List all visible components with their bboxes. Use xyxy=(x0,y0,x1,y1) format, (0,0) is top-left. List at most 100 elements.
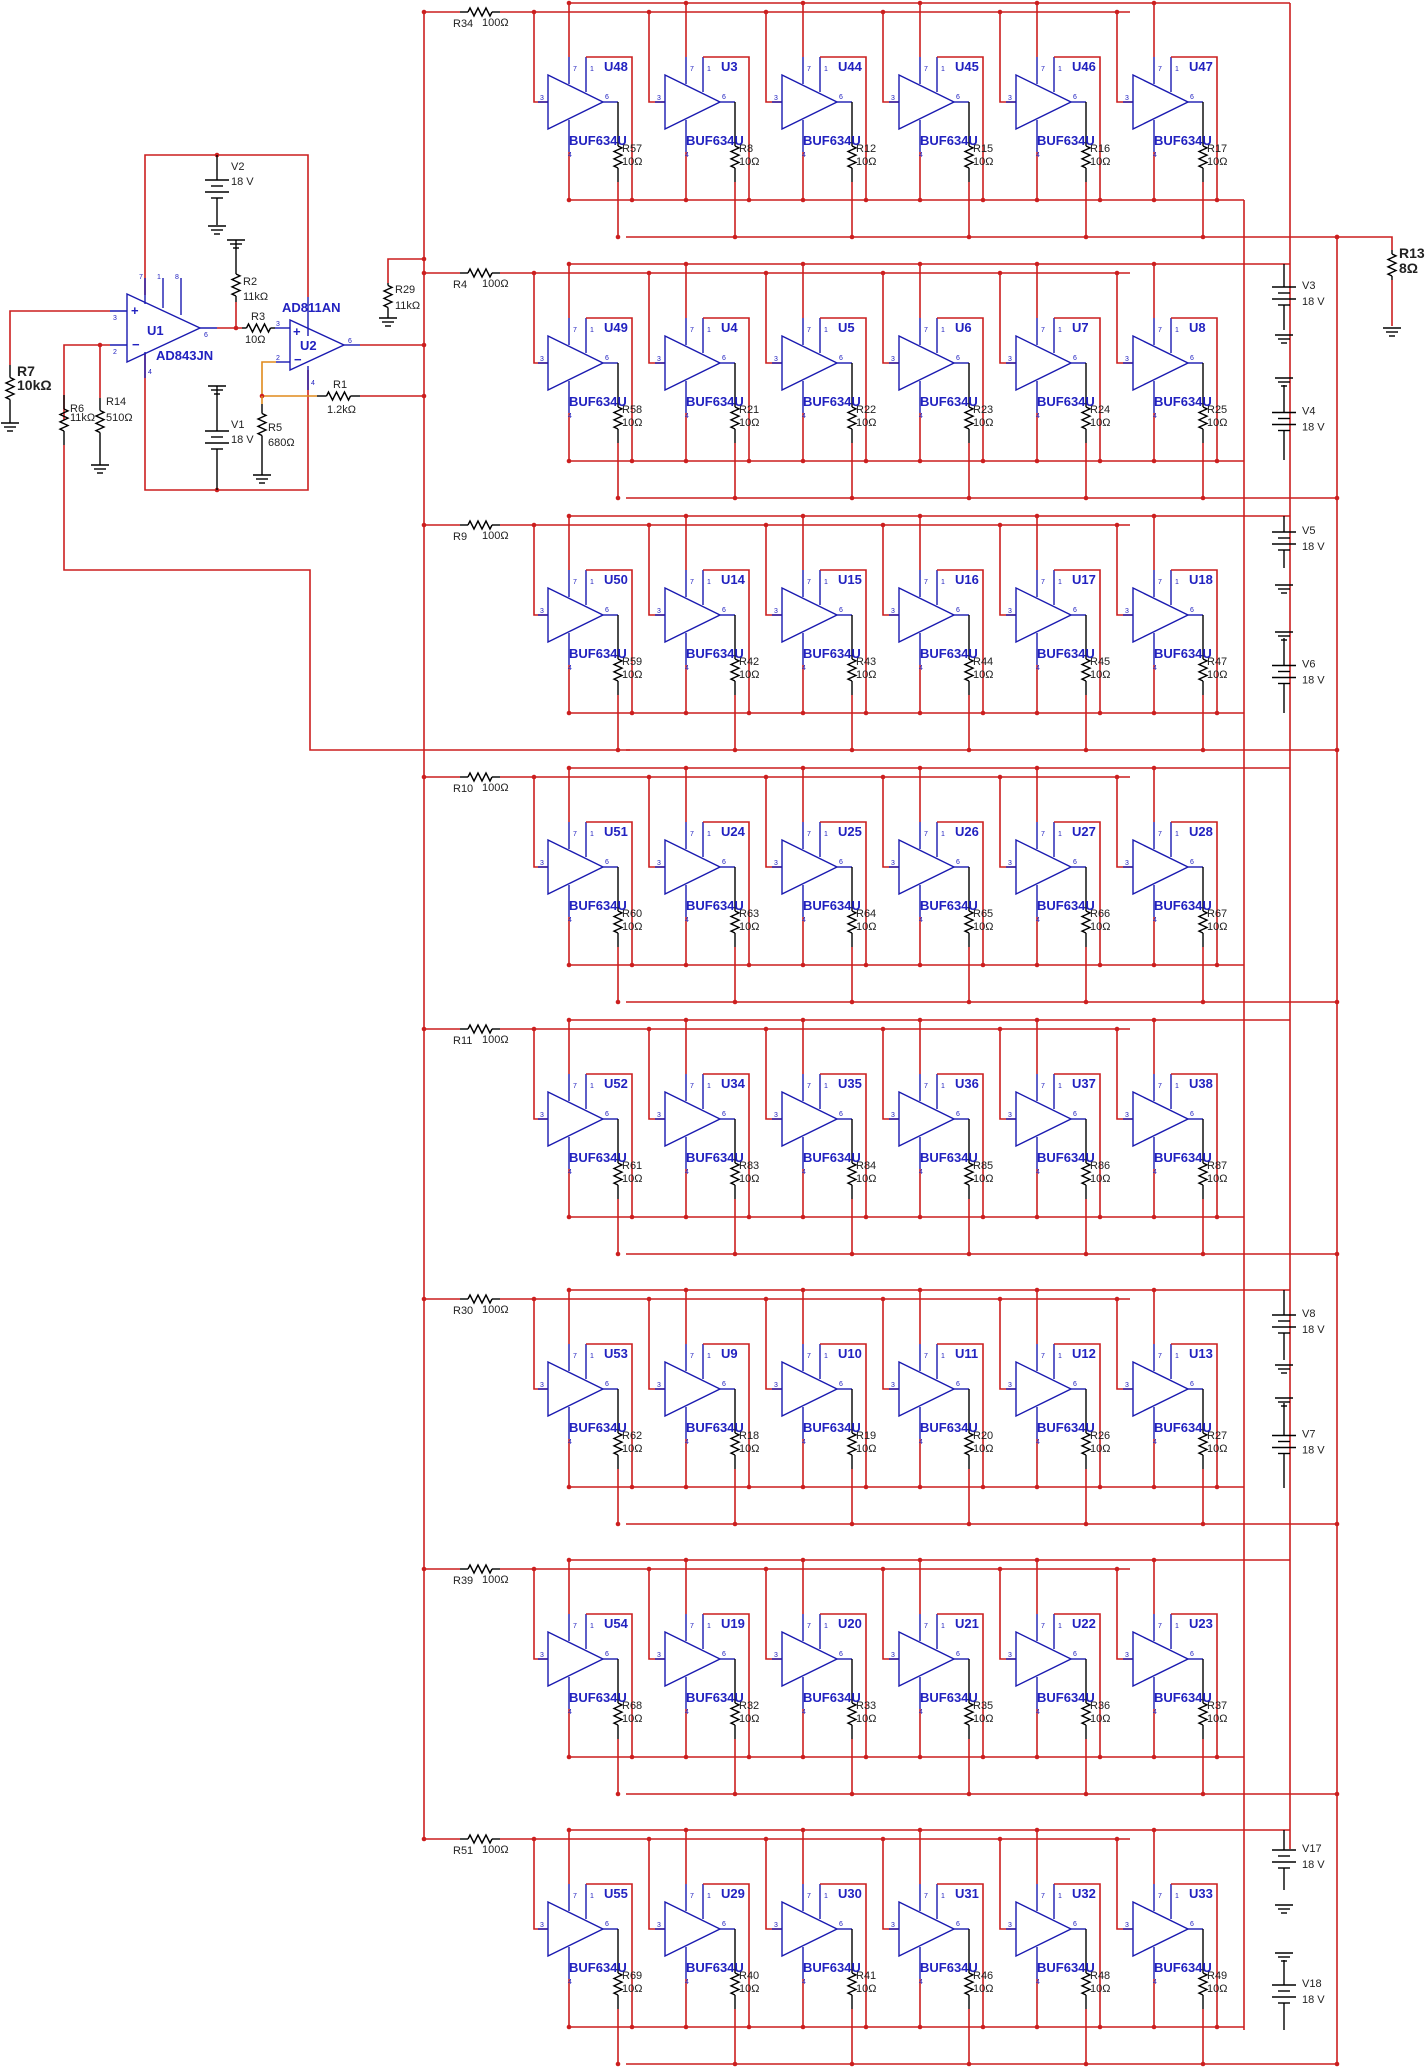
wire xyxy=(1171,1613,1218,1757)
output-resistor-value: 10Ω xyxy=(739,417,759,429)
r7-ref: R7 xyxy=(17,363,35,379)
output-resistor-ref: R18 xyxy=(739,1430,759,1442)
junction-dot xyxy=(683,0,689,6)
input-resistor-ref: R10 xyxy=(453,783,473,795)
resistor-symbol xyxy=(612,1689,624,1739)
junction-dot xyxy=(800,2024,806,2030)
buffer-model: BUF634U xyxy=(920,394,978,409)
buffer-ref: U20 xyxy=(838,1616,862,1631)
pin-label: 7 xyxy=(690,1083,694,1090)
wire xyxy=(882,777,899,868)
junction-dot xyxy=(997,774,1003,780)
wire xyxy=(765,1029,782,1120)
pin-label: 6 xyxy=(839,1381,843,1388)
wire xyxy=(703,1343,750,1487)
wire xyxy=(586,821,633,965)
resistor-zigzag xyxy=(1080,406,1092,430)
buffer-body xyxy=(1132,1630,1190,1688)
pin-label: 4 xyxy=(311,380,315,387)
pin-label: 6 xyxy=(1073,859,1077,866)
r1-ref: R1 xyxy=(333,379,347,391)
output-resistor-ref: R65 xyxy=(973,908,993,920)
buffer-model: BUF634U xyxy=(920,898,978,913)
resistor-zigzag xyxy=(1197,1702,1209,1726)
pin-label: 3 xyxy=(657,608,661,615)
junction-dot xyxy=(629,1484,635,1490)
pin-label: 3 xyxy=(113,315,117,322)
junction-dot xyxy=(1034,513,1040,519)
pin-label: 6 xyxy=(956,607,960,614)
junction-dot xyxy=(800,710,806,716)
pin-label: 1 xyxy=(824,579,828,586)
pin-label: 6 xyxy=(956,1651,960,1658)
buffer-body xyxy=(547,838,605,896)
resistor-zigzag xyxy=(1197,910,1209,934)
r29-value: 11kΩ xyxy=(395,300,420,312)
junction-dot xyxy=(683,1484,689,1490)
resistor-zigzag xyxy=(1197,1162,1209,1186)
battery-icon xyxy=(1272,1290,1296,1360)
wire xyxy=(533,1839,548,1930)
output-resistor-value: 10Ω xyxy=(1090,156,1110,168)
junction-dot xyxy=(683,1827,689,1833)
resistor-zigzag xyxy=(1197,1972,1209,1996)
junction-dot xyxy=(629,197,635,203)
junction-dot xyxy=(1214,2024,1220,2030)
buffer-model: BUF634U xyxy=(569,1960,627,1975)
output-resistor-ref: R12 xyxy=(856,143,876,155)
buffer-ref: U8 xyxy=(1189,320,1206,335)
pin-label: 4 xyxy=(685,1709,689,1716)
pin-label: 3 xyxy=(540,860,544,867)
junction-dot xyxy=(566,261,572,267)
pin-label: 7 xyxy=(807,1083,811,1090)
wire xyxy=(820,1073,867,1217)
pin-label: 3 xyxy=(540,608,544,615)
junction-dot xyxy=(531,1566,537,1572)
resistor-symbol xyxy=(317,390,360,402)
buffer-model: BUF634U xyxy=(686,1420,744,1435)
buffer-model: BUF634U xyxy=(1037,1150,1095,1165)
pin-label: 7 xyxy=(807,579,811,586)
wire xyxy=(1116,1029,1133,1120)
wire xyxy=(999,777,1016,868)
r14-ref: R14 xyxy=(106,396,126,408)
pin-label: 7 xyxy=(1158,831,1162,838)
pin-label: 7 xyxy=(924,1083,928,1090)
output-resistor-value: 10Ω xyxy=(973,156,993,168)
pin-label: 7 xyxy=(1041,579,1045,586)
junction-dot xyxy=(980,710,986,716)
junction-dot xyxy=(1214,1484,1220,1490)
input-resistor-ref: R30 xyxy=(453,1305,473,1317)
supply-value: 18 V xyxy=(1302,1994,1325,2006)
buffer-model: BUF634U xyxy=(1037,1420,1095,1435)
wire xyxy=(1171,1883,1218,2027)
input-resistor-ref: R11 xyxy=(453,1035,472,1047)
junction-dot xyxy=(1200,2061,1206,2067)
junction-dot xyxy=(1151,261,1157,267)
resistor-symbol xyxy=(382,283,394,310)
buffer-body xyxy=(898,334,956,392)
junction-dot xyxy=(566,513,572,519)
junction-dot xyxy=(746,710,752,716)
pin-label: 4 xyxy=(1036,1979,1040,1986)
buffer-ref: U28 xyxy=(1189,824,1213,839)
buffer-model: BUF634U xyxy=(920,1960,978,1975)
pin-label: 1 xyxy=(590,831,594,838)
u1-ref: U1 xyxy=(147,323,164,338)
resistor-symbol xyxy=(94,398,106,445)
resistor-symbol xyxy=(1197,897,1209,947)
buffer-model: BUF634U xyxy=(686,1150,744,1165)
junction-dot xyxy=(880,1566,886,1572)
buffer-model: BUF634U xyxy=(1037,1960,1095,1975)
buffer-ref: U21 xyxy=(955,1616,979,1631)
buffer-body xyxy=(781,334,839,392)
buffer-model: BUF634U xyxy=(1154,1150,1212,1165)
pin-label: 4 xyxy=(685,917,689,924)
output-resistor-value: 10Ω xyxy=(973,921,993,933)
junction-dot xyxy=(615,999,621,1005)
